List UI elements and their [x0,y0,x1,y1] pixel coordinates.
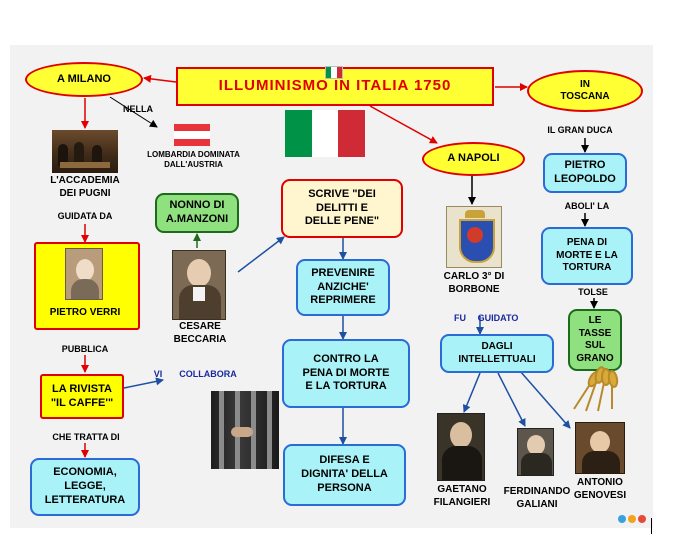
galiani-portrait [517,428,554,476]
node-pena-tortura: PENA DI MORTE E LA TORTURA [541,227,633,285]
label-fu: FU [454,313,466,323]
beccaria-portrait [172,250,226,320]
link-intellettuali-genovesi [519,370,571,429]
label-aboli: ABOLI' LA [564,201,610,211]
label-guidato: GUIDATO [477,313,519,323]
label-cesare: CESARE BECCARIA [173,321,227,345]
node-difesa: DIFESA E DIGNITA' DELLA PERSONA [283,444,406,506]
node-scrive: SCRIVE "DEI DELITTI E DELLE PENE" [281,179,403,238]
link-rivista-beccaria [123,377,164,389]
label-genovesi: ANTONIO GENOVESI [573,477,627,501]
node-intellettuali: DAGLI INTELLETTUALI [440,334,554,373]
node-napoli: A NAPOLI [422,142,525,176]
label-che-tratta: CHE TRATTA DI [52,432,120,442]
label-carlo: CARLO 3° DI BORBONE [443,271,505,295]
label-pubblica: PUBBLICA [61,344,109,354]
filangieri-portrait [437,413,485,481]
link-title-milano [143,74,177,83]
node-economia: ECONOMIA, LEGGE, LETTERATURA [30,458,140,516]
cursor-line [651,518,652,534]
label-gran-duca: IL GRAN DUCA [547,125,613,135]
label-galiani: FERDINANDO GALIANI [503,486,571,510]
austria-flag-icon [174,124,210,146]
node-toscana: IN TOSCANA [527,70,643,112]
mindomo-logo-icon [618,512,648,526]
accademia-painting [52,130,118,173]
label-lombardia: LOMBARDIA DOMINATA DALL'AUSTRIA [147,150,240,170]
node-leopoldo: PIETRO LEOPOLDO [543,153,627,193]
node-nonno: NONNO DI A.MANZONI [155,193,239,233]
label-vi: VI [153,369,163,379]
node-verri: PIETRO VERRI [49,306,121,318]
link-intellettuali-galiani [497,372,526,427]
wheat-icon [573,366,619,412]
node-contro: CONTRO LA PENA DI MORTE E LA TORTURA [282,339,410,408]
label-tolse: TOLSE [578,287,608,297]
label-nella: NELLA [123,104,153,114]
label-guidata: GUIDATA DA [57,211,113,221]
genovesi-portrait [575,422,625,474]
label-collabora: COLLABORA [179,369,237,379]
italy-flag-icon [326,67,342,78]
link-milano-lombardia [109,96,158,128]
node-tasse: LE TASSE SUL GRANO [568,309,622,371]
node-rivista: LA RIVISTA "IL CAFFE'" [40,374,124,419]
node-prevenire: PREVENIRE ANZICHE' REPRIMERE [296,259,390,316]
label-filangieri: GAETANO FILANGIERI [433,484,491,508]
link-beccaria-scrive [237,236,285,273]
link-title-napoli [369,105,438,144]
label-accademia: L'ACCADEMIA DEI PUGNI [50,175,120,199]
italy-flag-large-icon [285,110,366,157]
prison-bars-icon [211,391,279,469]
bourbon-coat-of-arms-icon [446,206,502,268]
verri-portrait [65,248,103,300]
link-intellettuali-filangieri [462,372,481,413]
node-milano: A MILANO [25,62,143,97]
